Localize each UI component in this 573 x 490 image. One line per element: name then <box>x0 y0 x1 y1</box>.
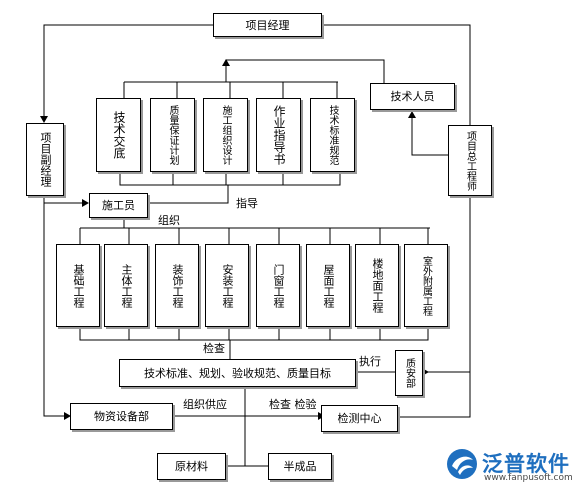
arrow-to-deputy <box>40 116 48 123</box>
deputy-manager-label: 项目副经理 <box>39 132 52 187</box>
standards-targets-box: 技术标准、规划、验收规范、质量目标 <box>119 359 356 387</box>
ground-floor-label: 楼地面工程 <box>371 258 384 313</box>
construction-design-box: 施工组织设计 <box>203 98 248 172</box>
fanpu-logo: 泛普软件 www.fanpusoft.com <box>444 446 573 486</box>
guide-label: 指导 <box>236 197 258 210</box>
organize-label: 组织 <box>158 214 180 227</box>
roofing-label: 屋面工程 <box>322 263 335 308</box>
chief-engineer-label: 项目总工程师 <box>464 130 476 191</box>
line-works-bottom-bus <box>79 327 429 341</box>
arrow-to-materials <box>64 412 71 420</box>
quality-dept-box: 质安部 <box>395 350 423 396</box>
testing-center-box: 检测中心 <box>321 405 398 432</box>
work-guide-label: 作业指导书 <box>272 105 286 165</box>
constructor-label: 施工员 <box>102 199 135 212</box>
technical-staff-label: 技术人员 <box>390 90 435 103</box>
semi-finished-label: 半成品 <box>283 460 317 473</box>
line-deputy-to-materials <box>43 195 70 417</box>
execute-label: 执行 <box>359 355 381 368</box>
logo-mark-icon <box>447 449 477 479</box>
line-chief-to-testing <box>398 372 471 418</box>
line-docs-drops <box>123 82 338 98</box>
arrow-to-tech-staff <box>408 111 416 118</box>
line-manager-to-chief <box>322 24 471 125</box>
quality-plan-box: 质量保证计划 <box>150 98 195 172</box>
constructor-box: 施工员 <box>89 193 148 218</box>
tech-disclosure-label: 技术交底 <box>112 111 126 159</box>
line-docs-bottom-bus <box>119 172 341 186</box>
installation-box: 安装工程 <box>205 244 249 327</box>
construction-design-label: 施工组织设计 <box>220 105 231 165</box>
materials-dept-box: 物资设备部 <box>70 403 173 430</box>
project-manager-label: 项目经理 <box>245 18 290 32</box>
foundation-label: 基础工程 <box>72 263 85 308</box>
testing-center-label: 检测中心 <box>337 412 382 425</box>
decoration-label: 装饰工程 <box>171 263 184 308</box>
line-docs-to-tech-staff <box>225 59 385 83</box>
tech-standard-label: 技术标准规范 <box>327 105 338 165</box>
logo-brand-text: 泛普软件 <box>482 452 570 476</box>
tech-disclosure-box: 技术交底 <box>96 98 141 172</box>
materials-dept-label: 物资设备部 <box>94 410 149 423</box>
quality-plan-label: 质量保证计划 <box>167 105 178 165</box>
outdoor-ancillary-label: 室外附属工程 <box>420 255 432 316</box>
tech-standard-box: 技术标准规范 <box>310 98 355 172</box>
arrow-to-constructor <box>82 199 89 207</box>
raw-materials-label: 原材料 <box>175 460 208 473</box>
technical-staff-box: 技术人员 <box>370 83 455 110</box>
roofing-box: 屋面工程 <box>306 244 350 327</box>
doors-windows-box: 门窗工程 <box>256 244 300 327</box>
arrow-from-chief-to-quality <box>422 368 429 376</box>
decoration-box: 装饰工程 <box>155 244 199 327</box>
line-standards-down <box>244 387 268 467</box>
line-manager-to-deputy <box>43 24 213 117</box>
foundation-box: 基础工程 <box>56 244 100 327</box>
standards-targets-label: 技术标准、规划、验收规范、质量目标 <box>144 366 331 380</box>
raw-materials-box: 原材料 <box>157 453 226 480</box>
project-manager-box: 项目经理 <box>213 13 322 37</box>
main-structure-label: 主体工程 <box>120 263 133 308</box>
inspect-label: 检查 <box>203 342 225 355</box>
inspect-test-label: 检查 检验 <box>269 398 317 411</box>
organize-supply-label: 组织供应 <box>183 398 227 411</box>
main-structure-box: 主体工程 <box>104 244 148 327</box>
arrow-up-docs <box>222 59 230 66</box>
chief-engineer-box: 项目总工程师 <box>448 125 492 196</box>
semi-finished-box: 半成品 <box>268 453 332 480</box>
doors-windows-label: 门窗工程 <box>272 263 285 308</box>
work-guide-box: 作业指导书 <box>256 98 301 172</box>
installation-label: 安装工程 <box>221 263 234 308</box>
deputy-manager-box: 项目副经理 <box>26 123 64 196</box>
line-constructor-guide <box>148 185 229 204</box>
line-works-drops <box>79 228 429 244</box>
quality-dept-label: 质安部 <box>403 358 415 388</box>
ground-floor-box: 楼地面工程 <box>355 244 399 327</box>
line-deputy-to-constructor <box>43 195 88 204</box>
outdoor-ancillary-box: 室外附属工程 <box>404 244 448 327</box>
logo-url-text: www.fanpusoft.com <box>484 473 573 483</box>
